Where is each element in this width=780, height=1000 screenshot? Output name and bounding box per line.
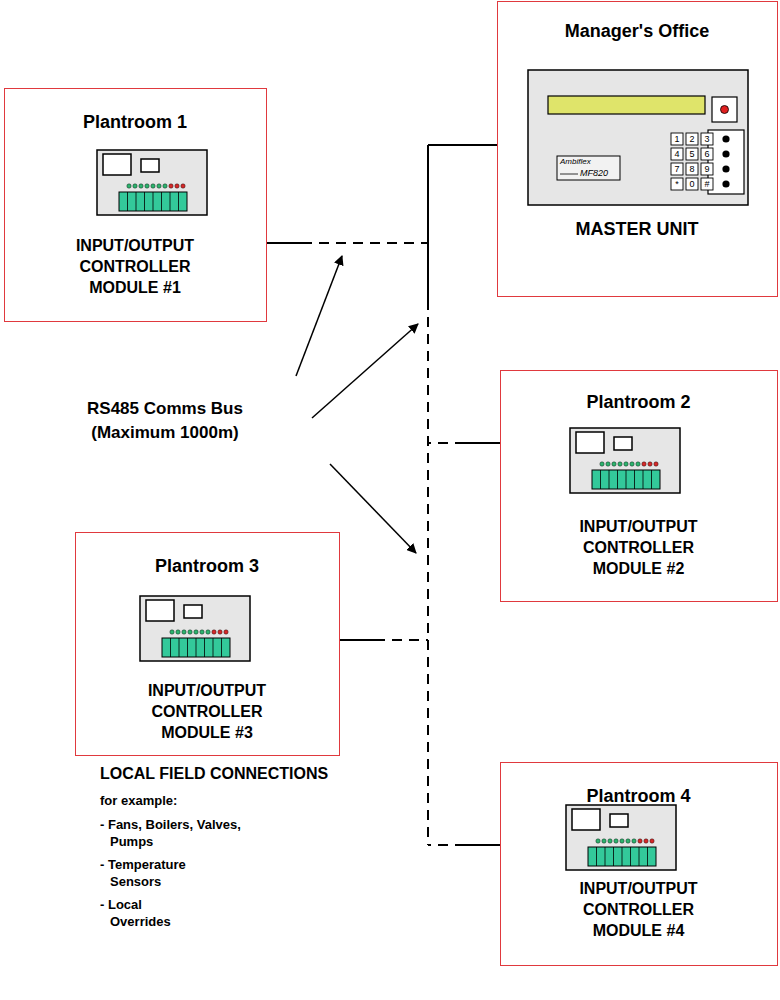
module-caption: MASTER UNIT <box>567 218 707 241</box>
note-text: - Temperature Sensors <box>100 856 218 890</box>
bus-callout-arrows <box>296 256 418 553</box>
bus-line <box>340 639 375 641</box>
button-dot <box>722 180 729 187</box>
bus-connector <box>428 145 500 845</box>
bus-line <box>427 300 429 845</box>
button-dot <box>722 135 729 142</box>
bus-line <box>428 144 497 146</box>
key-label: 9 <box>701 163 713 175</box>
key-label: 5 <box>686 148 698 160</box>
note-text: for example: <box>100 792 250 809</box>
io-module-icon <box>97 150 207 215</box>
note-text: - Local Overrides <box>100 896 188 930</box>
io-module-icon <box>140 596 250 661</box>
bus-line <box>267 242 302 244</box>
bus-line <box>427 145 429 300</box>
bus-connector <box>267 145 497 243</box>
key-label: 3 <box>701 133 713 145</box>
key <box>701 178 713 190</box>
key <box>701 133 713 145</box>
bus-connector <box>428 145 500 443</box>
keypad <box>671 133 713 190</box>
bus-line <box>428 844 465 846</box>
key-label: 7 <box>671 163 683 175</box>
button-dot <box>722 165 729 172</box>
master-panel <box>528 70 748 205</box>
key <box>686 163 698 175</box>
callout-arrow <box>312 324 418 418</box>
room-title: Plantroom 2 <box>539 391 739 414</box>
key <box>686 178 698 190</box>
key-label: 1 <box>671 133 683 145</box>
io-module-icon <box>566 805 676 870</box>
key-label: * <box>671 178 683 190</box>
button-dot <box>722 150 729 157</box>
key <box>701 163 713 175</box>
key-label: 2 <box>686 133 698 145</box>
logo-text: Ambiflex <box>560 157 618 167</box>
key <box>671 133 683 145</box>
bus-connector <box>340 145 497 640</box>
room-title: Plantroom 4 <box>539 785 739 808</box>
bus-line <box>428 442 465 444</box>
plantroom-box: Plantroom 2 INPUT/OUTPUT CONTROLLER MODUL… <box>500 370 778 602</box>
office-box: Manager's OfficeMASTER UNIT <box>497 1 778 297</box>
key <box>686 148 698 160</box>
bus-line <box>427 145 429 300</box>
bus-line <box>428 144 497 146</box>
key <box>701 148 713 160</box>
bus-line <box>428 144 497 146</box>
key-label: # <box>701 178 713 190</box>
note-text: LOCAL FIELD CONNECTIONS <box>100 764 340 784</box>
bus-label: RS485 Comms Bus (Maximum 1000m) <box>75 397 255 445</box>
bus-line <box>465 442 500 444</box>
bus-line <box>375 639 428 641</box>
power-led <box>721 106 729 114</box>
display-bar <box>548 96 705 114</box>
bus-line <box>465 844 500 846</box>
module-caption: INPUT/OUTPUT CONTROLLER MODULE #3 <box>132 680 282 743</box>
bus-line <box>428 144 497 146</box>
plantroom-box: Plantroom 4 INPUT/OUTPUT CONTROLLER MODUL… <box>500 762 778 966</box>
power-button <box>712 97 737 122</box>
room-title: Manager's Office <box>552 20 722 43</box>
key <box>671 163 683 175</box>
key-label: 6 <box>701 148 713 160</box>
module-caption: INPUT/OUTPUT CONTROLLER MODULE #2 <box>564 516 714 579</box>
module-caption: INPUT/OUTPUT CONTROLLER MODULE #4 <box>564 878 714 941</box>
room-title: Plantroom 3 <box>107 555 307 578</box>
note-text: - Fans, Boilers, Valves, Pumps <box>100 816 280 850</box>
io-module-icon <box>570 428 680 493</box>
plantroom-box: Plantroom 3 INPUT/OUTPUT CONTROLLER MODUL… <box>75 532 340 756</box>
plantroom-box: Plantroom 1 INPUT/OUTPUT CONTROLLER MODUL… <box>4 88 267 322</box>
room-title: Plantroom 1 <box>35 111 235 134</box>
bus-line <box>427 145 429 300</box>
callout-arrow <box>296 256 342 376</box>
key <box>671 178 683 190</box>
key-label: 8 <box>686 163 698 175</box>
callout-arrow <box>330 464 416 553</box>
key <box>686 133 698 145</box>
key-label: 0 <box>686 178 698 190</box>
bus-line <box>302 242 428 244</box>
module-caption: INPUT/OUTPUT CONTROLLER MODULE #1 <box>60 235 210 298</box>
key-label: 4 <box>671 148 683 160</box>
logo-rule <box>560 174 578 175</box>
logo-plate <box>557 156 620 180</box>
model-text: MF820 <box>580 168 618 179</box>
master-unit-icon <box>528 70 748 205</box>
key <box>671 148 683 160</box>
